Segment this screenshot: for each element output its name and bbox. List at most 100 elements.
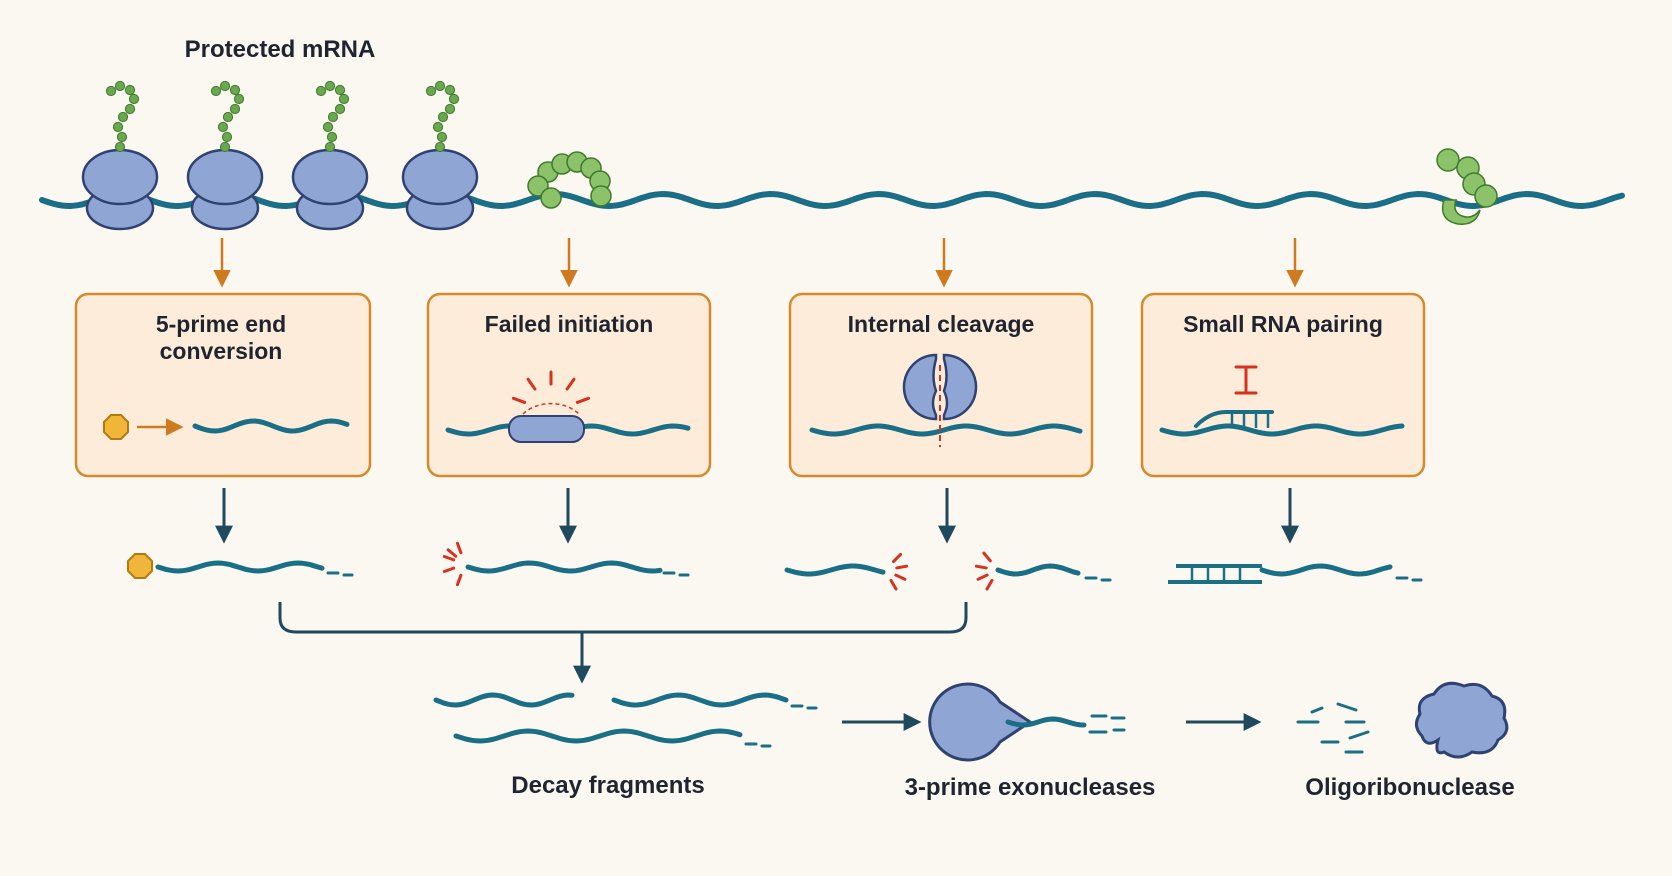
nuclease-icon [902, 353, 978, 421]
protein-clamp [1441, 199, 1481, 225]
fragment-3-tail [744, 742, 772, 748]
bracket-line [278, 602, 968, 634]
peptide-bead [219, 141, 231, 153]
red-burst-line [974, 564, 988, 570]
fragment-2 [611, 692, 789, 708]
ribosome-large-subunit [401, 148, 479, 206]
peptide-bead [124, 84, 136, 96]
exonuclease-icon [928, 682, 1033, 762]
product-2-tail [662, 571, 690, 577]
main-mrna-strand [39, 190, 1625, 210]
red-burst-line [526, 377, 537, 391]
exonuclease-strand [1005, 716, 1087, 728]
product-3a-burst [889, 552, 909, 591]
bottom-degradation-group [433, 681, 1509, 762]
product-1-strand [155, 560, 325, 574]
peptide-bead [334, 103, 346, 115]
peptide-bead [219, 80, 231, 92]
peptide-bead [210, 85, 222, 97]
ribosome-4 [401, 80, 479, 231]
product-cap-icon [127, 553, 153, 579]
nucleotide-dash [1336, 702, 1358, 712]
red-burst-line [985, 578, 994, 591]
ribosome-2 [186, 80, 264, 231]
product-2-strand [465, 560, 663, 574]
box3-strand [809, 423, 1083, 437]
peptide-bead [326, 131, 338, 143]
peptide-bead [444, 103, 456, 115]
product-2-burst [442, 541, 463, 587]
product-3b-strand [995, 563, 1081, 577]
diagram-title: Protected mRNA [184, 36, 376, 63]
oligoribonuclease-icon [1415, 681, 1509, 759]
pathway-label-5prime: 5-prime end conversion [155, 311, 287, 365]
peptide-bead [334, 84, 346, 96]
red-burst-line [565, 377, 576, 391]
peptide-bead [425, 85, 437, 97]
peptide-bead [222, 111, 234, 123]
protein-bead [1474, 184, 1498, 208]
product-3b-burst [974, 551, 994, 591]
failed-initiation-burst [511, 370, 591, 404]
peptide-bead [322, 121, 334, 133]
product-1-tail [326, 571, 354, 577]
peptide-bead [221, 131, 233, 143]
binding-protein-2 [1436, 148, 1498, 225]
peptide-bead [124, 103, 136, 115]
stalled-subunit [508, 415, 585, 443]
cap-icon [103, 414, 129, 440]
main-mrna-line [39, 190, 1625, 210]
red-burst-line [976, 573, 989, 581]
box1-strand [192, 418, 350, 434]
nucleotide-fragments-1 [1088, 714, 1126, 734]
inhibition-symbol [1234, 365, 1258, 395]
merge-bracket [278, 602, 968, 684]
peptide-bead [436, 131, 448, 143]
red-burst-line [442, 566, 456, 574]
ribosome-3 [291, 80, 369, 231]
ribosome-group [81, 80, 1498, 231]
fragment-2-tail [790, 704, 818, 710]
peptide-bead [233, 93, 245, 105]
protein-bead [1436, 148, 1460, 172]
peptide-bead [432, 121, 444, 133]
red-burst-line [894, 573, 907, 581]
red-burst-line [455, 573, 463, 587]
ribosome-large-subunit [291, 148, 369, 206]
fragment-1 [433, 692, 575, 708]
peptide-bead [117, 111, 129, 123]
ribosome-large-subunit [186, 148, 264, 206]
product-3b-tail [1084, 576, 1112, 582]
ribosome-large-subunit [81, 148, 159, 206]
red-burst-line [455, 541, 463, 555]
pathway-label-small-rna: Small RNA pairing [1183, 311, 1383, 337]
peptide-bead [315, 85, 327, 97]
small-rna-strand [1194, 410, 1274, 428]
peptide-bead [114, 141, 126, 153]
nucleotide-fragments-2 [1296, 702, 1370, 754]
peptide-bead [434, 80, 446, 92]
pathway-label-internal-cleavage: Internal cleavage [847, 311, 1035, 337]
peptide-bead [229, 84, 241, 96]
peptide-bead [444, 84, 456, 96]
binding-protein-1 [527, 151, 612, 209]
peptide-bead [338, 93, 350, 105]
nuclease-right-half [942, 353, 978, 421]
peptide-bead [324, 80, 336, 92]
red-burst-line [446, 548, 458, 558]
product-4-duplex [1168, 564, 1262, 584]
fragment-3 [453, 728, 743, 744]
product-4-strand [1259, 563, 1393, 577]
ribosome-1 [81, 80, 159, 231]
red-burst-line [895, 564, 909, 570]
product-4-tail [1395, 576, 1423, 582]
exonucleases-label: 3-prime exonucleases [904, 774, 1156, 801]
decay-fragments-label: Decay fragments [511, 772, 705, 799]
dark-arrow-group [215, 488, 1299, 544]
red-burst-line [889, 578, 898, 591]
orange-arrow-group [213, 238, 1304, 288]
nucleotide-dash [1310, 706, 1324, 714]
failed-assembly-outline [522, 402, 580, 415]
